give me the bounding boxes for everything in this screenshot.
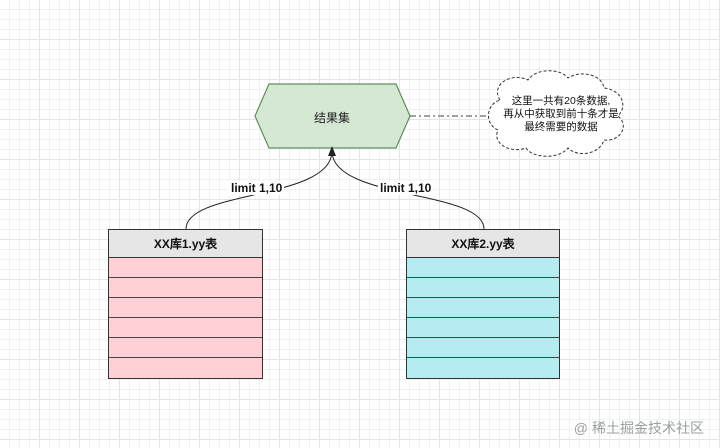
- table-row: [109, 278, 262, 298]
- table-row: [109, 258, 262, 278]
- table-row: [109, 338, 262, 358]
- table-row: [109, 298, 262, 318]
- watermark-text: 稀土掘金技术社区: [592, 420, 704, 436]
- note-text: 这里一共有20条数据, 再从中获取到前十条才是 最终需要的数据: [494, 95, 628, 134]
- table-row: [407, 278, 559, 298]
- note-line: 这里一共有20条数据,: [511, 95, 611, 107]
- result-set-hexagon[interactable]: [254, 83, 411, 149]
- table-row: [407, 338, 559, 358]
- edge-label-left: limit 1,10: [229, 181, 285, 195]
- note-cloud[interactable]: [488, 70, 624, 157]
- table-row: [407, 298, 559, 318]
- table-header: XX库1.yy表: [109, 230, 262, 258]
- table-db1[interactable]: XX库1.yy表: [108, 229, 263, 379]
- result-set-label: 结果集: [314, 111, 351, 125]
- note-line: 最终需要的数据: [524, 121, 598, 133]
- arrowhead: [328, 146, 336, 156]
- table-row: [407, 258, 559, 278]
- edge-label-right: limit 1,10: [378, 181, 434, 195]
- table-row: [407, 358, 559, 378]
- table-row: [109, 358, 262, 378]
- at-icon: @: [573, 420, 588, 436]
- table-row: [407, 318, 559, 338]
- table-row: [109, 318, 262, 338]
- watermark: @ 稀土掘金技术社区: [574, 418, 704, 438]
- table-header: XX库2.yy表: [407, 230, 559, 258]
- note-line: 再从中获取到前十条才是: [503, 108, 619, 120]
- table-db2[interactable]: XX库2.yy表: [406, 229, 560, 379]
